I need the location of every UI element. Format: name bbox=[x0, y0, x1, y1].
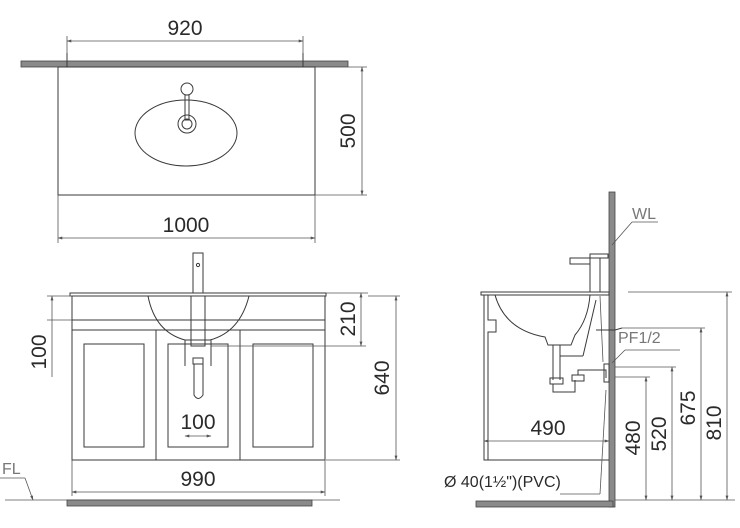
countertop-outline bbox=[57, 66, 316, 196]
side-faucet-spout bbox=[569, 257, 591, 265]
cabinet-body bbox=[71, 295, 326, 461]
side-cabinet-outline bbox=[483, 295, 609, 461]
wall-section bbox=[608, 191, 616, 508]
floor-section bbox=[475, 500, 614, 508]
door-panel-center bbox=[167, 343, 229, 448]
dim-depth: 500 bbox=[337, 113, 360, 148]
faucet-body bbox=[192, 252, 204, 294]
dim-height-520: 520 bbox=[648, 416, 671, 451]
dim-height-675: 675 bbox=[677, 390, 700, 425]
dim-height-480: 480 bbox=[622, 420, 645, 455]
dim-height-810: 810 bbox=[703, 405, 726, 440]
side-countertop bbox=[480, 291, 610, 296]
door-panel-right bbox=[252, 343, 314, 448]
floor-level-label: FL bbox=[2, 461, 21, 478]
p-trap bbox=[193, 364, 204, 399]
floor-slab bbox=[66, 499, 313, 507]
dim-cabinet-width: 990 bbox=[180, 468, 215, 491]
drain-pipe-spec: Ø 40(1½")(PVC) bbox=[444, 474, 561, 491]
wall-line-label: WL bbox=[632, 206, 656, 223]
basin-bowl bbox=[147, 295, 250, 341]
trap-nut bbox=[192, 357, 204, 365]
faucet-spout bbox=[184, 94, 190, 121]
front-view: 100 100 210 640 990 FL bbox=[0, 252, 400, 507]
side-basin bbox=[494, 294, 591, 346]
dim-cabinet-height: 640 bbox=[371, 360, 394, 395]
dim-mount-spacing: 920 bbox=[167, 17, 202, 40]
side-trap bbox=[552, 380, 576, 393]
dim-drain-spacing: 100 bbox=[180, 411, 215, 434]
drain-pipe bbox=[190, 295, 206, 347]
dim-basin-depth-left: 100 bbox=[28, 334, 51, 369]
drain-inner-ring bbox=[181, 118, 193, 130]
side-faucet-body bbox=[589, 255, 601, 293]
supply-fitting-label: PF1/2 bbox=[618, 330, 661, 347]
side-dim-depth: 490 bbox=[530, 417, 565, 440]
dim-width: 1000 bbox=[163, 214, 210, 237]
basin-oval bbox=[134, 99, 238, 167]
door-panel-left bbox=[83, 343, 145, 448]
wall-strip bbox=[20, 60, 349, 68]
top-view: 920 500 1000 bbox=[20, 17, 367, 243]
dim-basin-height: 210 bbox=[337, 301, 360, 336]
drain-outer-ring bbox=[177, 114, 197, 134]
side-view: WL PF1/2 490 Ø 40(1½")(PVC) bbox=[444, 191, 735, 508]
